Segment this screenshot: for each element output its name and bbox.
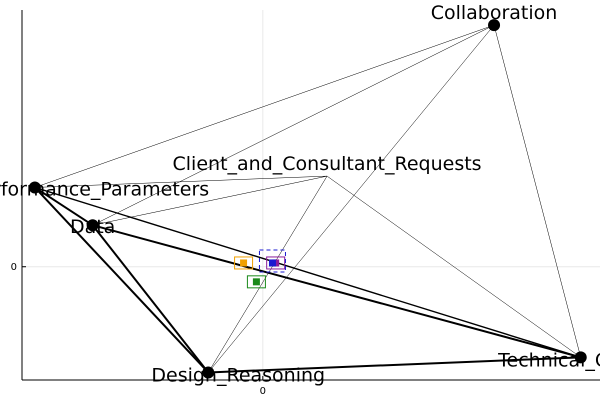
edges xyxy=(34,24,581,374)
marker-blue xyxy=(268,259,276,267)
edge-data-technical xyxy=(92,224,581,359)
edge-design-client xyxy=(208,175,328,373)
edge-performance-design xyxy=(34,186,209,374)
edge-client-technical xyxy=(326,175,581,358)
edge-performance-client xyxy=(34,175,328,188)
axes xyxy=(21,10,600,381)
node-design xyxy=(202,366,215,379)
node-label-client: Client_and_Consultant_Requests xyxy=(173,153,482,175)
node-label-performance: Performance_Parameters xyxy=(0,178,209,200)
edge-performance-data xyxy=(34,186,94,227)
nodes xyxy=(28,19,587,379)
y-tick-label: 0 xyxy=(11,262,17,273)
node-performance xyxy=(28,181,41,194)
edge-design-technical xyxy=(208,356,581,374)
marker-box-orange xyxy=(234,256,254,270)
node-label-design: Design_Reasoning xyxy=(151,364,325,386)
tick-labels: 00 xyxy=(11,262,266,397)
node-label-data: Data xyxy=(70,216,115,238)
edge-collaboration-technical xyxy=(493,25,581,358)
x-tick-label: 0 xyxy=(260,386,266,397)
node-label-collaboration: Collaboration xyxy=(431,2,558,24)
center-markers xyxy=(234,249,286,289)
marker-box-blue xyxy=(258,249,286,273)
grid-lines xyxy=(22,10,600,380)
marker-green xyxy=(252,278,260,286)
node-collaboration xyxy=(488,19,501,32)
marker-orange xyxy=(240,259,248,267)
marker-box-green xyxy=(246,275,266,289)
node-technical xyxy=(574,351,587,364)
node-label-technical: Technical_Constraints xyxy=(497,349,600,371)
edge-data-client xyxy=(92,175,328,226)
node-labels: CollaborationPerformance_Parameters Clien… xyxy=(0,2,600,386)
edge-data-design xyxy=(91,224,210,374)
marker-box-purple xyxy=(266,256,286,270)
edge-performance-technical xyxy=(34,186,581,359)
edge-data-collaboration xyxy=(92,24,495,226)
node-data xyxy=(86,219,99,232)
edge-design-collaboration xyxy=(208,24,495,373)
edge-performance-collaboration xyxy=(34,24,495,188)
